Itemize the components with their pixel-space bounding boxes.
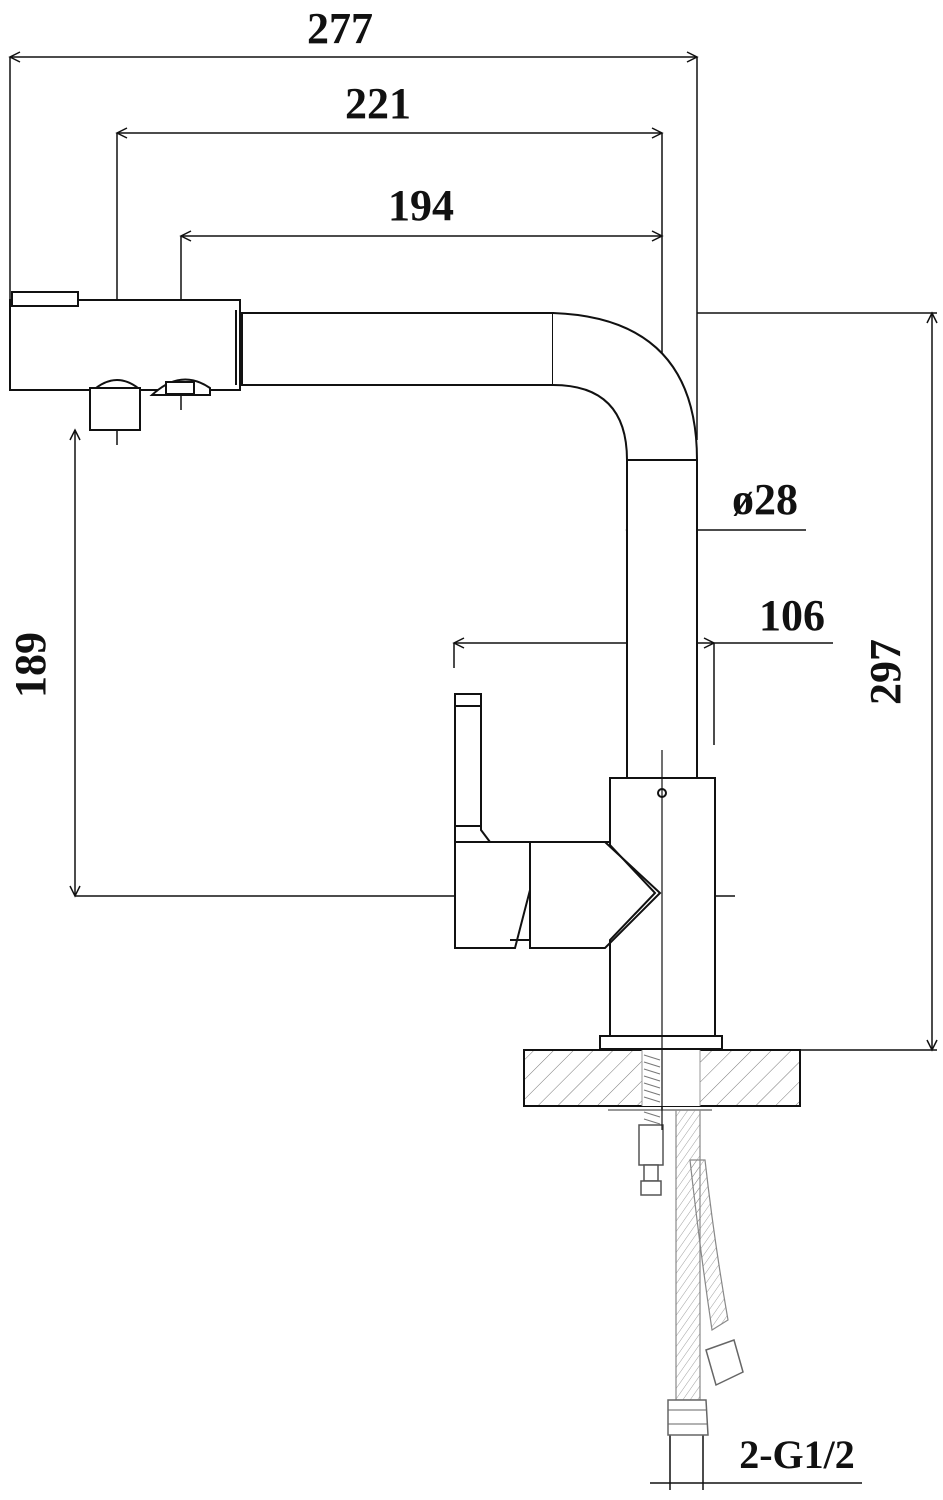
dim-label-106: 106 (759, 591, 825, 640)
dim-label-194: 194 (388, 181, 454, 230)
dim-label-297: 297 (861, 639, 910, 705)
dim-label-221: 221 (345, 79, 411, 128)
dim-label-277: 277 (307, 4, 373, 53)
main-outlet (89, 387, 141, 431)
threaded-shank (643, 1054, 661, 1125)
base-flange (599, 1035, 723, 1050)
spout-head-cap (11, 291, 79, 307)
compression-fitting (638, 1124, 664, 1166)
supply-hoses (638, 1109, 744, 1436)
braided-hose-1 (675, 1109, 701, 1401)
hose-nut-2 (705, 1339, 744, 1387)
faucet-body (9, 291, 723, 1050)
spout-elbow (552, 312, 699, 461)
hose-nut-1 (667, 1399, 709, 1436)
handle-lever (454, 693, 531, 949)
braided-hose-2 (689, 1159, 729, 1331)
dim-label-diameter: ø28 (732, 475, 798, 524)
dim-label-connection: 2-G1/2 (739, 1432, 855, 1477)
vertical-pipe (626, 459, 698, 779)
spout-head (9, 299, 241, 391)
dim-label-189: 189 (6, 632, 55, 698)
spout-arm (241, 312, 554, 386)
